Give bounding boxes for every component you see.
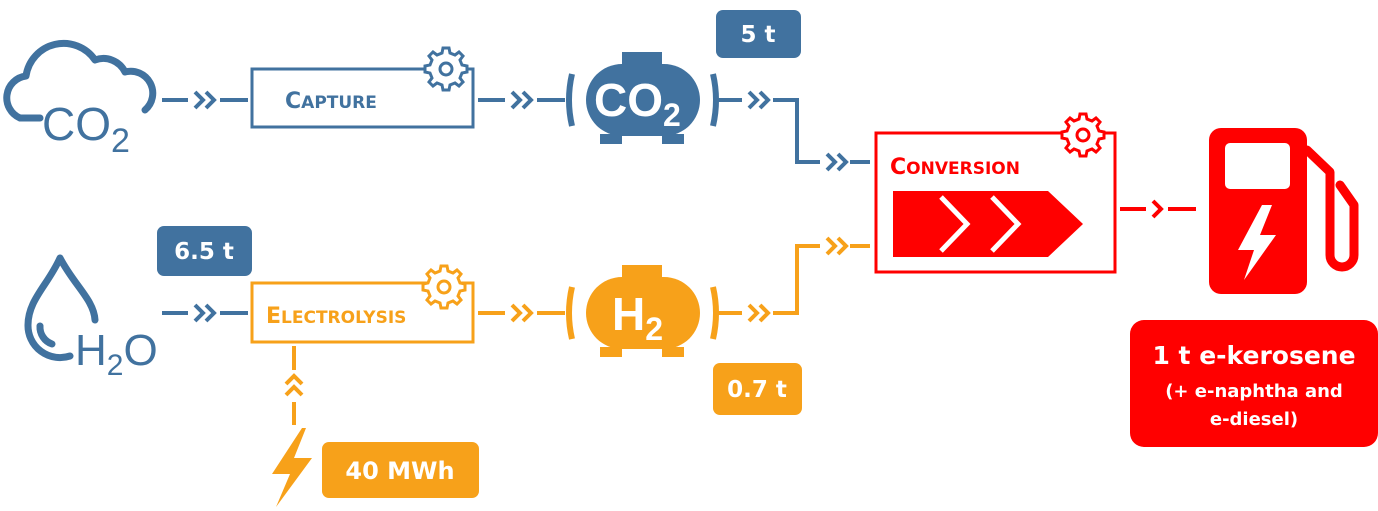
gear-icon [423,46,469,92]
product-title: 1 t e-kerosene [1152,341,1355,370]
arrow-icon [478,90,565,110]
arrow-icon [284,346,304,425]
co2-tank-label: CO2 [594,74,681,133]
arrow-icon [1120,199,1196,219]
product-line2: (+ e-naphtha and [1165,381,1343,402]
tank-icon [566,265,719,357]
product-line3: e-diesel) [1210,409,1298,430]
energy-text: 40 MWh [345,457,454,485]
h2-amount-text: 0.7 t [727,377,787,403]
co2-source-label: CO2 [42,98,130,160]
arrow-icon [478,303,565,323]
conversion-label: CONVERSION [890,155,1020,180]
arrow-icon [162,303,248,323]
arrow-icon [717,90,870,172]
fuel-pump-icon [1209,128,1359,294]
water-amount-badge [157,226,252,276]
water-amount-text: 6.5 t [174,239,234,265]
lightning-bolt-icon [272,428,312,507]
capture-label: CAPTURE [285,89,377,114]
tank-icon [566,52,719,144]
h2-tank-label: H2 [612,288,663,347]
conversion-chevrons-icon [893,191,1083,257]
product-box [1130,320,1378,447]
arrow-icon [717,236,870,323]
h2o-source-label: H2O [75,326,158,382]
electrolysis-label: ELECTROLYSIS [266,304,406,329]
h2-amount-badge [713,363,802,415]
co2-amount-badge [716,10,801,58]
cloud-icon [3,39,157,122]
co2-amount-text: 5 t [740,22,775,48]
gear-icon [1060,112,1106,158]
gear-icon [421,264,467,310]
water-drop-icon [24,254,99,362]
energy-badge [322,442,479,498]
arrow-icon [162,90,248,110]
